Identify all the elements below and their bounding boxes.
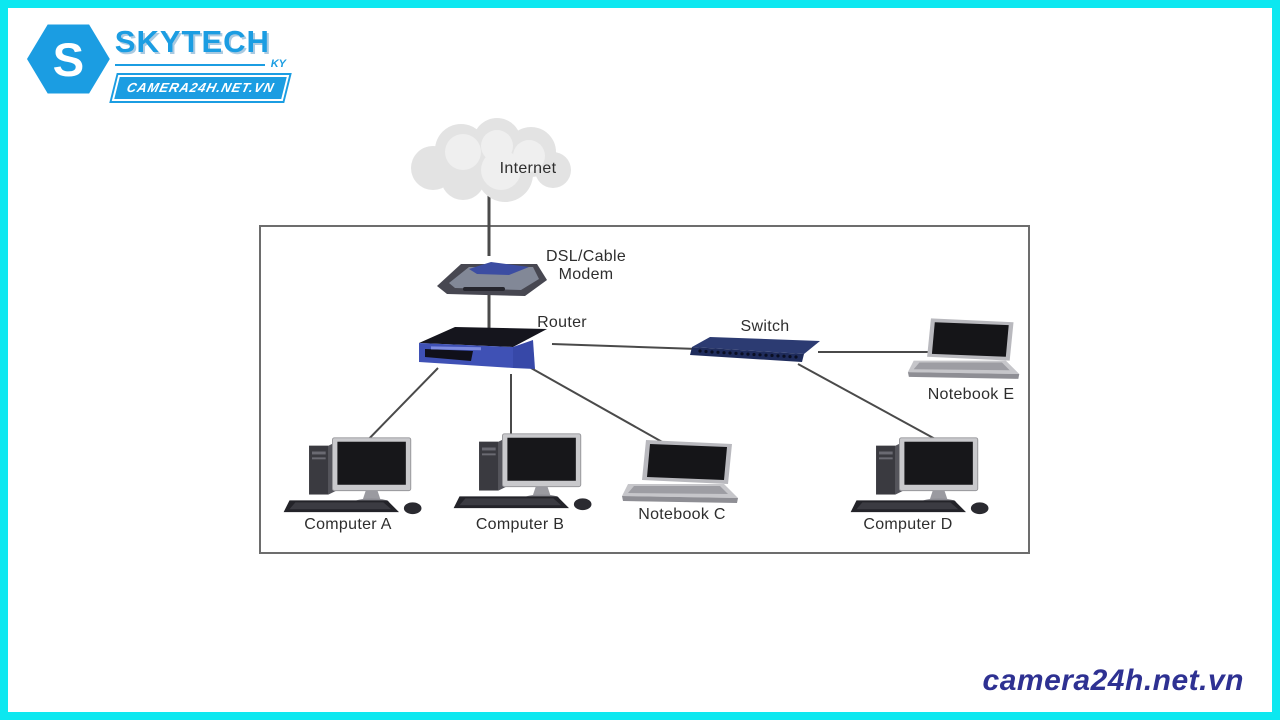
label-router: Router xyxy=(537,314,587,331)
computer-b-icon xyxy=(453,433,592,511)
watermark-text: camera24h.net.vn xyxy=(982,664,1244,697)
computer-a-icon xyxy=(283,437,422,515)
logo-sub-text: KY xyxy=(270,58,286,70)
svg-text:S: S xyxy=(53,34,85,87)
notebook-c-icon xyxy=(622,440,738,503)
label-switch: Switch xyxy=(740,318,790,335)
notebook-e-icon xyxy=(907,318,1020,379)
edge-router-switch xyxy=(551,343,699,350)
network-boundary-box xyxy=(259,225,1030,554)
edge-switch-computer-d xyxy=(797,363,949,447)
logo-wordmark: SKYTECH xyxy=(114,24,270,59)
label-notebook-e: Notebook E xyxy=(927,386,1015,403)
label-computer-a: Computer A xyxy=(304,516,392,533)
skytech-logo: S SKYTECH KY CAMERA24H.NET.VN xyxy=(26,16,290,108)
label-computer-d: Computer D xyxy=(863,516,953,533)
label-internet: Internet xyxy=(499,160,557,177)
label-computer-b: Computer B xyxy=(475,516,565,533)
internet-cloud-icon xyxy=(411,118,571,202)
modem-icon xyxy=(437,262,547,296)
edge-router-computer-a xyxy=(359,367,439,449)
skytech-hexagon-icon: S xyxy=(26,24,110,94)
logo-rule: KY xyxy=(114,58,286,70)
label-notebook-c: Notebook C xyxy=(638,506,726,523)
computer-d-icon xyxy=(850,437,989,515)
edge-router-notebook-c xyxy=(530,367,681,453)
switch-icon xyxy=(690,337,820,362)
router-icon xyxy=(419,327,547,369)
network-diagram-lines xyxy=(259,191,1030,554)
label-modem: DSL/Cable Modem xyxy=(545,248,627,284)
